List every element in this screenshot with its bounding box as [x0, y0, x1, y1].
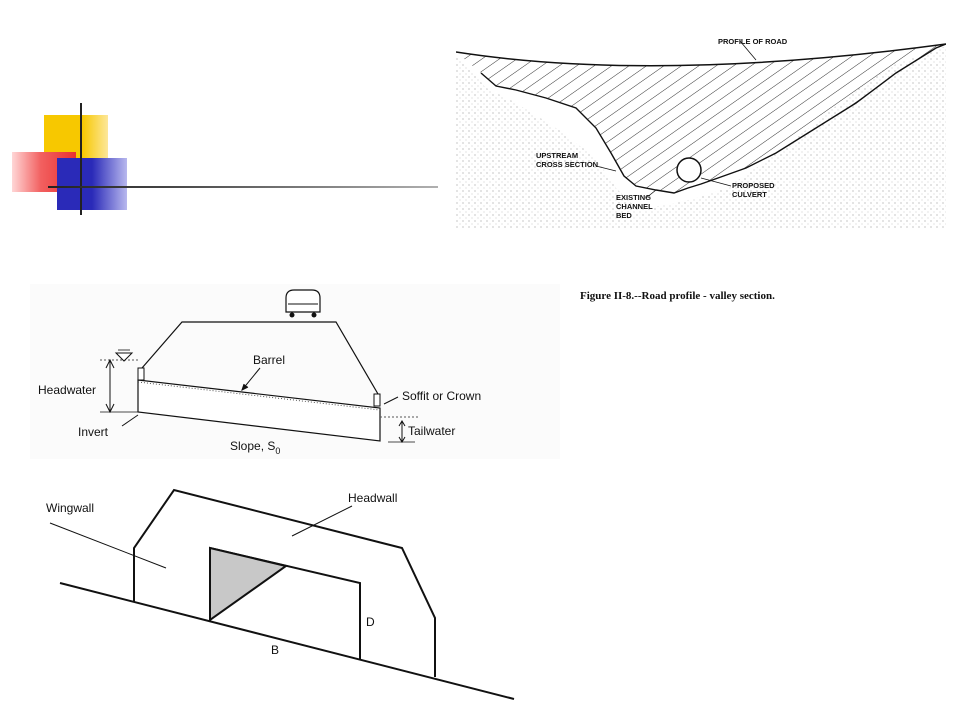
- label-tailwater: Tailwater: [408, 424, 455, 438]
- opening-shade: [209, 546, 289, 622]
- label-wingwall: Wingwall: [46, 501, 94, 515]
- label-existing-2: CHANNEL: [616, 202, 653, 211]
- slide-decoration: [0, 0, 440, 230]
- culvert-circle: [676, 157, 702, 183]
- road-profile-figure: PROFILE OF ROAD UPSTREAM CROSS SECTION E…: [456, 37, 946, 228]
- ground-line: [59, 582, 515, 700]
- channel-bed-line: [480, 43, 946, 194]
- hatched-fill: [456, 44, 946, 193]
- label-invert: Invert: [78, 425, 109, 439]
- label-upstream-2: CROSS SECTION: [536, 160, 598, 169]
- label-existing-3: BED: [616, 211, 632, 220]
- label-slope: Slope, S0: [230, 439, 280, 456]
- label-headwall: Headwall: [348, 491, 397, 505]
- road-profile-line: [456, 43, 946, 67]
- culvert-profile-figure: Barrel Headwater Invert Soffit or Crown …: [30, 284, 560, 459]
- embankment-outline: [141, 321, 379, 395]
- label-b: B: [271, 643, 279, 657]
- label-d: D: [366, 615, 375, 629]
- label-profile-of-road: PROFILE OF ROAD: [718, 37, 788, 46]
- label-proposed-2: CULVERT: [732, 190, 767, 199]
- vehicle-icon: [285, 289, 321, 313]
- label-barrel: Barrel: [253, 353, 285, 367]
- label-existing-1: EXISTING: [616, 193, 651, 202]
- label-proposed-1: PROPOSED: [732, 181, 775, 190]
- label-headwater: Headwater: [38, 383, 96, 397]
- headwall-figure: Wingwall Headwall D B: [46, 488, 515, 700]
- blue-square: [57, 158, 127, 210]
- vertical-line: [80, 103, 82, 215]
- label-slope-subscript: 0: [275, 446, 280, 456]
- ground-texture: [456, 46, 946, 228]
- label-upstream-1: UPSTREAM: [536, 151, 578, 160]
- road-profile-caption: Figure II-8.--Road profile - valley sect…: [580, 290, 775, 302]
- horizontal-line: [48, 186, 438, 188]
- label-soffit: Soffit or Crown: [402, 389, 481, 403]
- barrel-body: [137, 379, 381, 442]
- headwall-outline: [133, 488, 436, 677]
